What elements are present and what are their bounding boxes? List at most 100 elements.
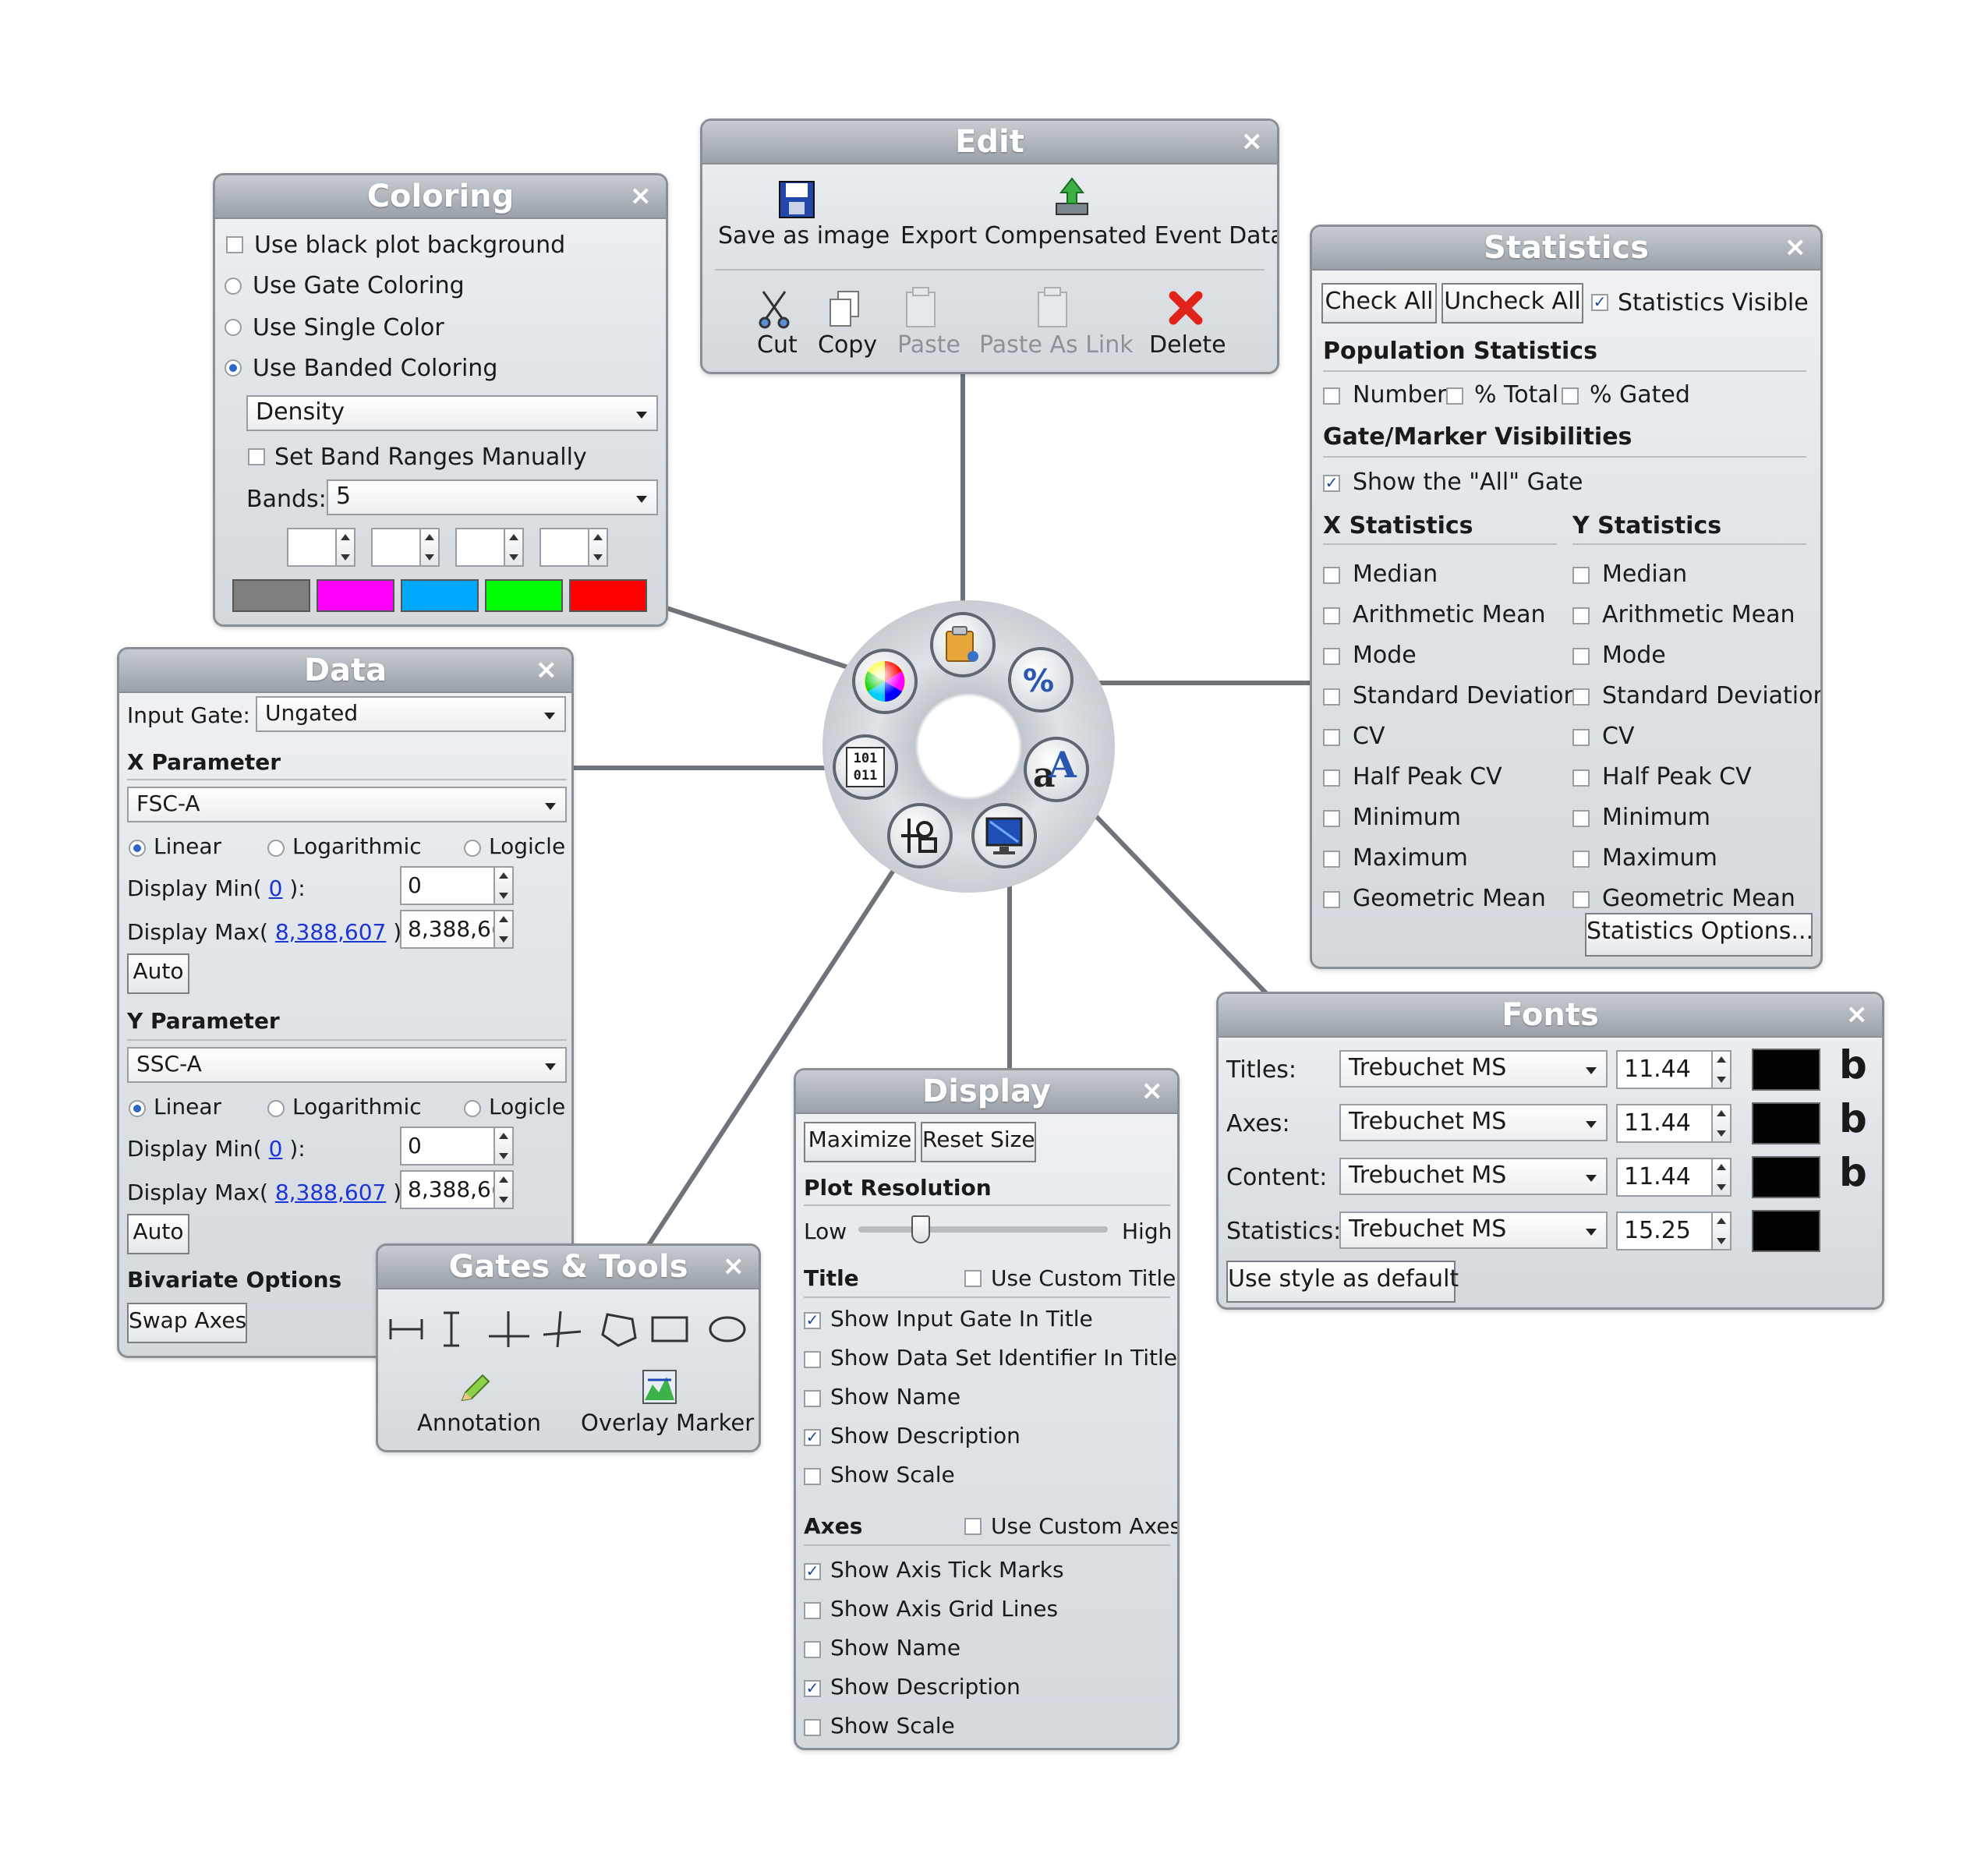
band-range-spinner-3[interactable] — [504, 528, 524, 567]
band-color-swatch-2[interactable] — [317, 579, 394, 612]
save-as-image-button[interactable]: Save as image — [718, 222, 890, 249]
x-maximum-checkbox[interactable] — [1323, 851, 1340, 868]
band-range-spinner-2[interactable] — [419, 528, 440, 567]
close-icon[interactable]: × — [1784, 232, 1807, 263]
x-half-peak-cv-checkbox[interactable] — [1323, 769, 1340, 787]
edit-title-bar[interactable]: Edit× — [702, 121, 1277, 164]
number-checkbox[interactable] — [1323, 387, 1340, 405]
y-parameter-dropdown[interactable]: SSC-A — [127, 1047, 567, 1083]
density-dropdown[interactable]: Density — [246, 395, 658, 431]
y-logarithmic-radio[interactable] — [267, 1100, 285, 1117]
use-custom-axes-checkbox[interactable] — [964, 1518, 982, 1535]
band-range-input-3[interactable] — [455, 528, 508, 567]
x-geometric-mean-checkbox[interactable] — [1323, 891, 1340, 908]
pct-total-checkbox[interactable] — [1446, 387, 1463, 405]
axes-size-spinner[interactable] — [1711, 1104, 1732, 1143]
y-geometric-mean-checkbox[interactable] — [1572, 891, 1590, 908]
band-color-swatch-1[interactable] — [232, 579, 310, 612]
band-color-swatch-3[interactable] — [401, 579, 479, 612]
y-auto-button[interactable]: Auto — [127, 1214, 189, 1254]
statistics-hub-icon[interactable]: % — [1008, 647, 1074, 713]
y-display-min-input[interactable]: 0 — [400, 1127, 495, 1165]
reset-size-button[interactable]: Reset Size — [921, 1122, 1036, 1162]
coloring-title-bar[interactable]: Coloring× — [215, 175, 666, 219]
x-auto-button[interactable]: Auto — [127, 953, 189, 994]
axes-bold-toggle[interactable]: b — [1839, 1096, 1867, 1141]
x-logarithmic-radio[interactable] — [267, 840, 285, 857]
x-standard-deviation-checkbox[interactable] — [1323, 688, 1340, 706]
axes-show-scale-checkbox[interactable] — [804, 1719, 821, 1736]
content-color-swatch[interactable] — [1752, 1156, 1820, 1198]
axes-show-desc-checkbox[interactable]: ✓ — [804, 1680, 821, 1697]
edit-hub-icon[interactable] — [930, 612, 996, 677]
titles-font-dropdown[interactable]: Trebuchet MS — [1339, 1050, 1608, 1088]
band-color-swatch-5[interactable] — [569, 579, 647, 612]
y-display-min-spinner[interactable] — [493, 1127, 514, 1165]
y-display-max-link[interactable]: 8,388,607 — [274, 1180, 387, 1205]
input-gate-dropdown[interactable]: Ungated — [256, 696, 566, 732]
statistics-color-swatch[interactable] — [1752, 1210, 1820, 1252]
close-icon[interactable]: × — [629, 180, 653, 211]
x-display-min-input[interactable]: 0 — [400, 866, 495, 905]
axes-font-dropdown[interactable]: Trebuchet MS — [1339, 1104, 1608, 1141]
content-font-dropdown[interactable]: Trebuchet MS — [1339, 1158, 1608, 1195]
x-median-checkbox[interactable] — [1323, 567, 1340, 584]
banded-coloring-radio[interactable] — [225, 359, 242, 377]
resolution-slider-thumb[interactable] — [911, 1215, 930, 1243]
title-show-desc-checkbox[interactable]: ✓ — [804, 1429, 821, 1446]
display-hub-icon[interactable] — [971, 803, 1037, 868]
titles-size-spinner[interactable] — [1711, 1050, 1732, 1089]
axes-tick-marks-checkbox[interactable]: ✓ — [804, 1563, 821, 1580]
paste-button[interactable]: Paste — [897, 331, 960, 359]
y-arithmetic-mean-checkbox[interactable] — [1572, 607, 1590, 624]
y-display-min-link[interactable]: 0 — [268, 1136, 283, 1162]
y-half-peak-cv-checkbox[interactable] — [1572, 769, 1590, 787]
title-show-dataset-checkbox[interactable] — [804, 1351, 821, 1368]
coloring-hub-icon[interactable] — [852, 649, 918, 714]
delete-button[interactable]: Delete — [1149, 331, 1226, 359]
maximize-button[interactable]: Maximize — [804, 1122, 916, 1162]
band-range-input-2[interactable] — [371, 528, 424, 567]
y-median-checkbox[interactable] — [1572, 567, 1590, 584]
band-range-input-1[interactable] — [287, 528, 340, 567]
statistics-font-dropdown[interactable]: Trebuchet MS — [1339, 1211, 1608, 1249]
use-style-as-default-button[interactable]: Use style as default — [1226, 1261, 1459, 1303]
quadrant-gate-icon[interactable] — [489, 1311, 529, 1347]
display-title-bar[interactable]: Display× — [796, 1070, 1177, 1114]
title-show-input-gate-checkbox[interactable]: ✓ — [804, 1312, 821, 1329]
y-display-max-spinner[interactable] — [493, 1170, 514, 1209]
bisector-gate-icon[interactable] — [444, 1311, 459, 1347]
annotation-button[interactable]: Annotation — [417, 1410, 542, 1436]
axes-grid-lines-checkbox[interactable] — [804, 1602, 821, 1619]
cut-button[interactable]: Cut — [757, 331, 798, 359]
axes-show-name-checkbox[interactable] — [804, 1641, 821, 1658]
gates-hub-icon[interactable] — [887, 803, 953, 868]
check-all-button[interactable]: Check All — [1321, 283, 1437, 324]
x-linear-radio[interactable] — [129, 840, 146, 857]
paste-as-link-button[interactable]: Paste As Link — [979, 331, 1134, 359]
title-show-scale-checkbox[interactable] — [804, 1468, 821, 1485]
statistics-title-bar[interactable]: Statistics× — [1312, 227, 1820, 271]
band-range-spinner-4[interactable] — [588, 528, 608, 567]
uncheck-all-button[interactable]: Uncheck All — [1441, 283, 1583, 324]
title-show-name-checkbox[interactable] — [804, 1390, 821, 1407]
gates-tools-title-bar[interactable]: Gates & Tools× — [378, 1246, 759, 1289]
statistics-options-button[interactable]: Statistics Options... — [1585, 913, 1813, 957]
y-logicle-radio[interactable] — [464, 1100, 481, 1117]
x-cv-checkbox[interactable] — [1323, 729, 1340, 746]
y-cv-checkbox[interactable] — [1572, 729, 1590, 746]
axes-size-input[interactable]: 11.44 — [1616, 1104, 1713, 1143]
titles-bold-toggle[interactable]: b — [1839, 1042, 1867, 1088]
x-mode-checkbox[interactable] — [1323, 648, 1340, 665]
black-background-checkbox[interactable] — [226, 236, 243, 253]
y-maximum-checkbox[interactable] — [1572, 851, 1590, 868]
content-size-spinner[interactable] — [1711, 1158, 1732, 1197]
copy-button[interactable]: Copy — [818, 331, 878, 359]
close-icon[interactable]: × — [1845, 999, 1869, 1030]
content-bold-toggle[interactable]: b — [1839, 1150, 1867, 1195]
x-display-max-link[interactable]: 8,388,607 — [274, 919, 387, 945]
x-display-max-input[interactable]: 8,388,6( — [400, 910, 495, 949]
export-compensated-event-data-button[interactable]: Export Compensated Event Data — [900, 222, 1279, 249]
